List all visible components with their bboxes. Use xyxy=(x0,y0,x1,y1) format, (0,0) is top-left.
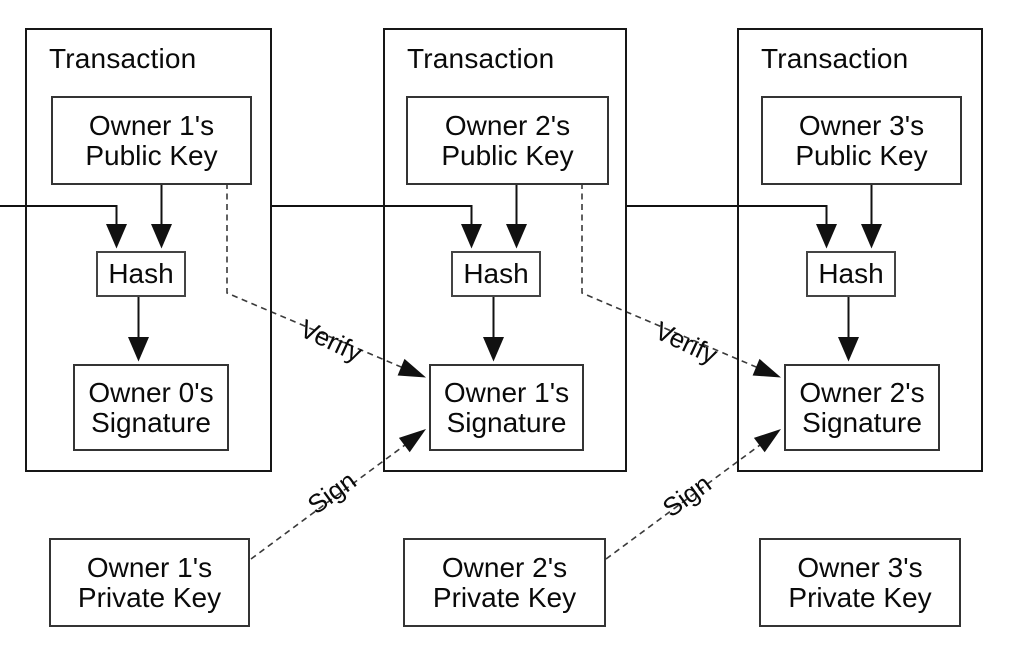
signature-box-2: Owner 1's Signature xyxy=(429,364,584,451)
verify-edge-label-1: Verify xyxy=(295,313,368,368)
public-key-box-2: Owner 2's Public Key xyxy=(406,96,609,185)
signature-label-line1: Owner 2's xyxy=(799,376,925,408)
private-key-box-3: Owner 3's Private Key xyxy=(759,538,961,627)
private-key-box-1: Owner 1's Private Key xyxy=(49,538,250,627)
private-key-label-line2: Private Key xyxy=(432,581,577,613)
private-key-box-2: Owner 2's Private Key xyxy=(403,538,606,627)
sign-edge-label-2: Sign xyxy=(656,468,717,524)
signature-box-1: Owner 0's Signature xyxy=(73,364,229,451)
transaction-title-2: Transaction xyxy=(407,43,555,74)
sign-edge-label-1: Sign xyxy=(301,465,362,521)
signature-label-line2: Signature xyxy=(446,406,567,438)
signature-box-3: Owner 2's Signature xyxy=(784,364,940,451)
public-key-box-1: Owner 1's Public Key xyxy=(51,96,252,185)
signature-label-line2: Signature xyxy=(802,406,922,438)
hash-label: Hash xyxy=(463,258,529,289)
transaction-title-1: Transaction xyxy=(49,43,197,74)
signature-label-line1: Owner 1's xyxy=(443,376,570,408)
transaction-box-1: Transaction Owner 1's Public Key Hash Ow… xyxy=(25,28,272,472)
public-key-label-line2: Public Key xyxy=(441,139,574,171)
private-key-label-line1: Owner 1's xyxy=(86,551,213,583)
signature-label-line1: Owner 0's xyxy=(88,376,214,408)
public-key-label-line2: Public Key xyxy=(795,139,928,171)
hash-box-3: Hash xyxy=(806,251,896,297)
hash-box-1: Hash xyxy=(96,251,186,297)
hash-box-2: Hash xyxy=(451,251,541,297)
public-key-label-line2: Public Key xyxy=(85,139,218,171)
transaction-box-3: Transaction Owner 3's Public Key Hash Ow… xyxy=(737,28,983,472)
private-key-label-line1: Owner 2's xyxy=(441,551,568,583)
private-key-label-line1: Owner 3's xyxy=(797,551,923,583)
public-key-label-line1: Owner 2's xyxy=(444,109,571,141)
public-key-box-3: Owner 3's Public Key xyxy=(761,96,962,185)
public-key-label-line1: Owner 3's xyxy=(798,109,925,141)
hash-label: Hash xyxy=(108,258,174,289)
private-key-label-line2: Private Key xyxy=(77,581,222,613)
private-key-label-line2: Private Key xyxy=(788,581,932,613)
transaction-box-2: Transaction Owner 2's Public Key Hash Ow… xyxy=(383,28,627,472)
transaction-title-3: Transaction xyxy=(761,43,909,74)
hash-label: Hash xyxy=(818,258,884,289)
signature-label-line2: Signature xyxy=(91,406,211,438)
public-key-label-line1: Owner 1's xyxy=(88,109,215,141)
verify-edge-label-2: Verify xyxy=(650,315,723,370)
